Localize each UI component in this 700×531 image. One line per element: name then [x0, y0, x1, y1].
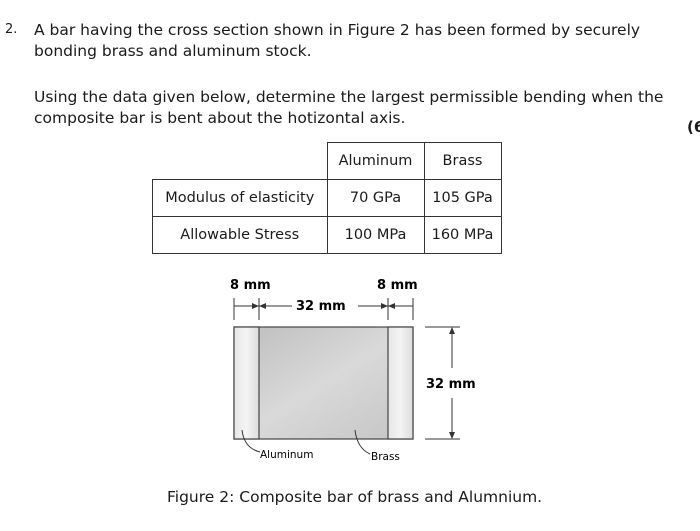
dim-height-label: 32 mm: [426, 377, 476, 392]
cell-stress-aluminum: 100 MPa: [326, 216, 425, 254]
table-row: Allowable Stress 100 MPa 160 MPa: [152, 216, 502, 254]
header-aluminum: Aluminum: [326, 142, 425, 180]
brass-label: Brass: [371, 451, 400, 463]
row-label-allowable-stress: Allowable Stress: [152, 216, 328, 254]
dim-middle-label: 32 mm: [296, 299, 346, 314]
dim-left-label: 8 mm: [230, 278, 271, 293]
dim-right-label: 8 mm: [377, 278, 418, 293]
vertical-arrowheads: [449, 327, 455, 439]
aluminum-label: Aluminum: [260, 449, 313, 461]
cell-stress-brass: 160 MPa: [423, 216, 502, 254]
right-outer-strip: [387, 326, 414, 440]
marks-label: (6: [687, 118, 700, 136]
left-outer-strip: [233, 326, 260, 440]
table-row: Modulus of elasticity 70 GPa 105 GPa: [152, 179, 502, 217]
header-brass: Brass: [423, 142, 502, 180]
cell-modulus-aluminum: 70 GPa: [326, 179, 425, 217]
table-header-row: Aluminum Brass: [152, 142, 502, 180]
material-properties-table: Aluminum Brass Modulus of elasticity 70 …: [152, 142, 502, 254]
question-number: 2.: [5, 22, 18, 37]
question-paragraph-1: A bar having the cross section shown in …: [34, 21, 641, 60]
brass-leader-line: [354, 429, 371, 455]
figure-caption: Figure 2: Composite bar of brass and Alu…: [167, 488, 543, 506]
cell-modulus-brass: 105 GPa: [423, 179, 502, 217]
table-corner-cell: [152, 142, 328, 180]
row-label-modulus: Modulus of elasticity: [152, 179, 328, 217]
dimension-arrowheads: [252, 303, 395, 309]
cross-section-figure: 8 mm 8 mm 32 mm 32 mm Aluminum Brass: [230, 278, 476, 463]
aluminum-section: [233, 326, 414, 440]
aluminum-leader-line: [241, 429, 261, 453]
question-paragraph-2: Using the data given below, determine th…: [34, 88, 664, 127]
vertical-dimension-line: [425, 326, 460, 440]
